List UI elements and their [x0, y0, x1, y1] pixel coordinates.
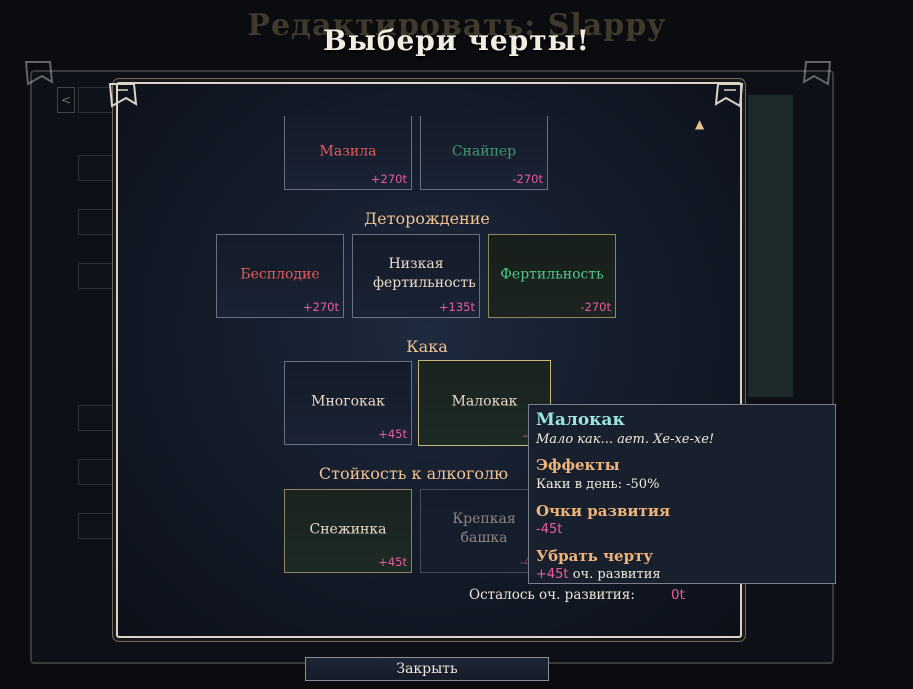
trait-card-sniper[interactable]: Снайпер -270t	[420, 116, 548, 190]
trait-label: Бесплодие	[240, 266, 320, 283]
category-heading-fertility: Деторождение	[364, 209, 490, 228]
trait-card-low-fertility[interactable]: Низкая фертильность +135t	[352, 234, 480, 318]
close-button[interactable]: Закрыть	[305, 657, 549, 681]
trait-cost: +45t	[378, 555, 407, 569]
trait-cost: -270t	[580, 300, 611, 314]
background-field	[78, 155, 120, 181]
trait-label: Низкая фертильность	[373, 256, 476, 292]
corner-flourish-icon	[22, 58, 56, 86]
points-left-value: 0t	[671, 587, 685, 603]
corner-flourish-icon	[800, 58, 834, 86]
trait-cost: +135t	[438, 300, 475, 314]
trait-label: Фертильность	[500, 266, 604, 283]
trait-label: Снежинка	[309, 521, 387, 538]
trait-label: Малокак	[451, 393, 518, 410]
category-heading-poop: Кака	[406, 337, 448, 356]
corner-flourish-icon	[106, 80, 140, 108]
background-prev-arrow-icon: <	[57, 87, 75, 113]
trait-label: Многокак	[311, 393, 385, 410]
trait-label: Снайпер	[451, 143, 517, 160]
tooltip-effects-text: Каки в день: -50%	[536, 477, 660, 492]
background-field	[78, 405, 120, 431]
scroll-up-icon[interactable]: ▲	[695, 117, 705, 131]
category-heading-alcohol: Стойкость к алкоголю	[318, 464, 509, 483]
tooltip-trait-name: Малокак	[536, 410, 625, 430]
trait-card-snowflake[interactable]: Снежинка +45t	[284, 489, 412, 573]
tooltip-remove-heading: Убрать черту	[536, 547, 653, 565]
tooltip-effects-heading: Эффекты	[536, 456, 620, 474]
tooltip-remove-suffix: оч. развития	[572, 567, 661, 582]
trait-cost: +45t	[378, 427, 407, 441]
background-preview-panel	[748, 95, 793, 397]
background-field	[78, 263, 120, 289]
background-field	[78, 209, 120, 235]
tooltip-points-value: -45t	[536, 522, 563, 537]
trait-label: Крепкая башка	[452, 511, 516, 547]
tooltip-remove-line: +45t оч. развития	[536, 567, 661, 582]
trait-cost: +270t	[370, 172, 407, 186]
tooltip-description: Мало как... ает. Хе-хе-хе!	[536, 432, 715, 447]
background-field	[78, 459, 120, 485]
trait-card-fertility[interactable]: Фертильность -270t	[488, 234, 616, 318]
trait-cost: +270t	[302, 300, 339, 314]
modal-title: Выбери черты!	[323, 24, 590, 57]
background-field	[78, 87, 120, 113]
corner-flourish-icon	[712, 80, 746, 108]
background-title: Редактировать: Slappy	[247, 8, 666, 43]
trait-cost: -270t	[512, 172, 543, 186]
trait-label: Мазила	[319, 143, 377, 160]
trait-card-multipoop[interactable]: Многокак +45t	[284, 361, 412, 445]
trait-card-mazila[interactable]: Мазила +270t	[284, 116, 412, 190]
trait-card-infertility[interactable]: Бесплодие +270t	[216, 234, 344, 318]
points-left-label: Осталось оч. развития:	[469, 587, 635, 603]
tooltip-remove-value: +45t	[536, 567, 569, 582]
tooltip-points-heading: Очки развития	[536, 502, 671, 520]
trait-tooltip: Малокак Мало как... ает. Хе-хе-хе! Эффек…	[528, 404, 836, 584]
background-field	[78, 513, 120, 539]
